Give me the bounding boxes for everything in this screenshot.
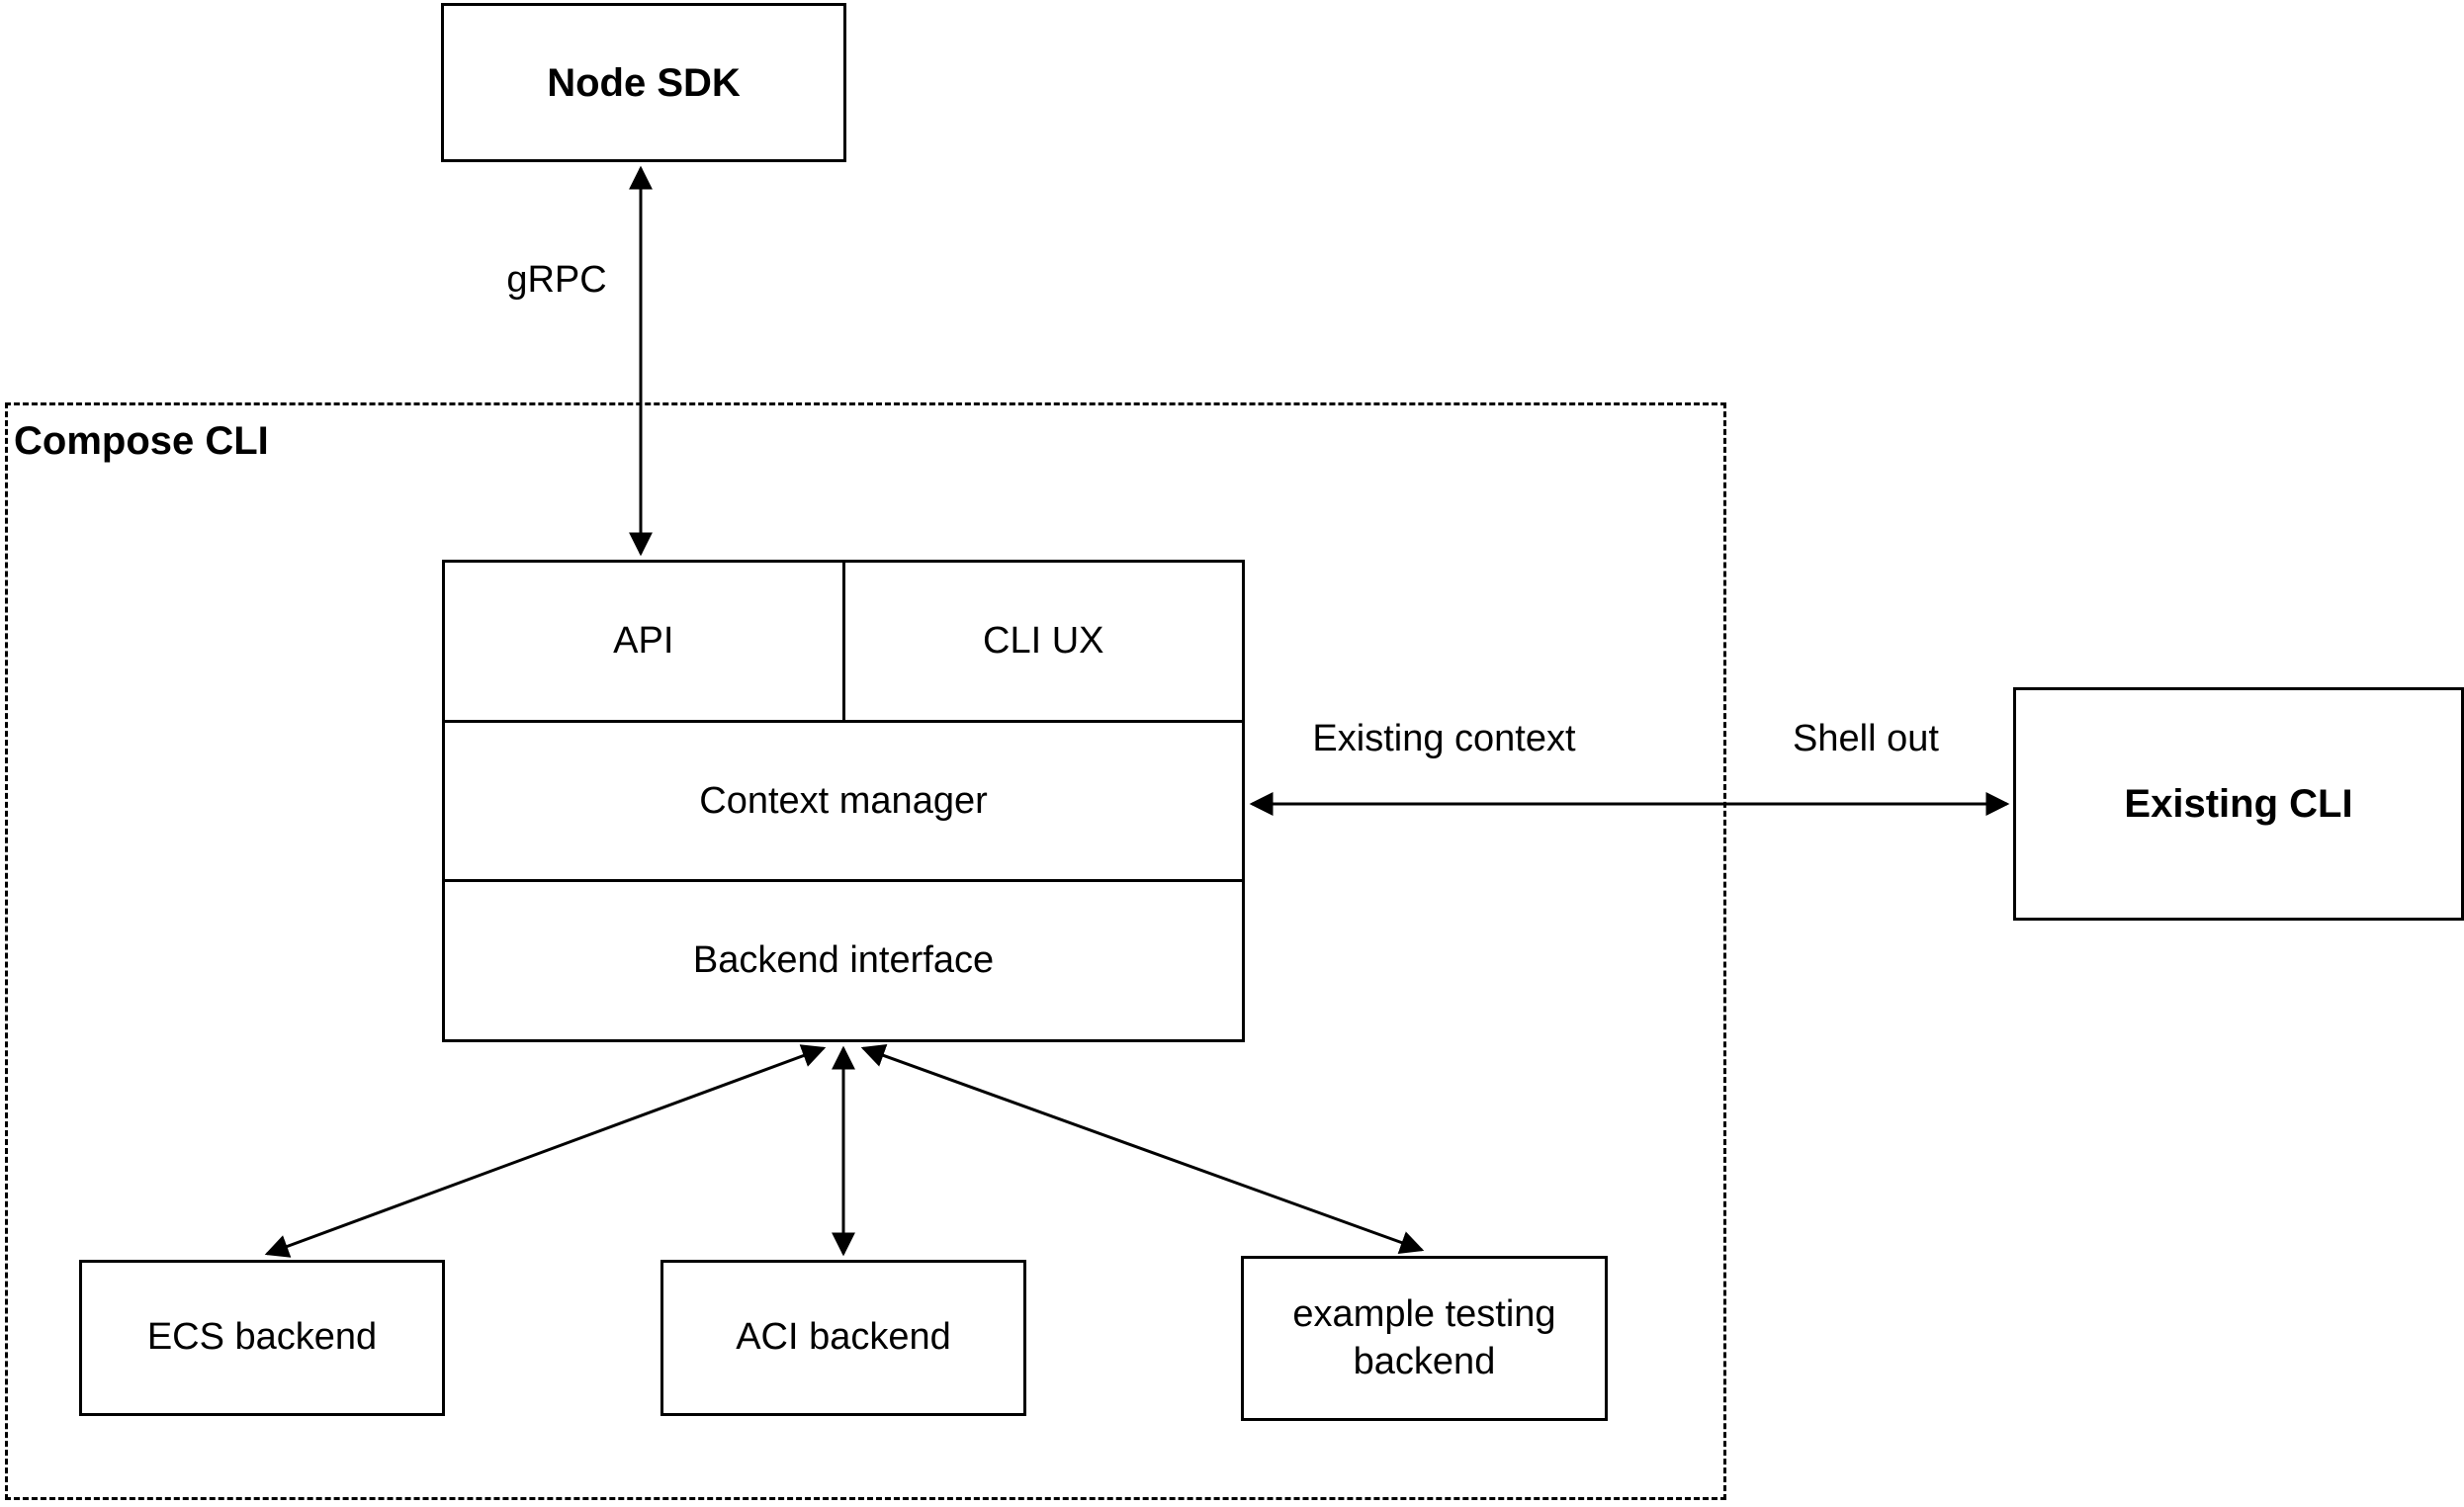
existing-cli-box: Existing CLI <box>2013 687 2464 921</box>
context-manager-row: Context manager <box>445 719 1242 880</box>
existing-context-edge-label: Existing context <box>1312 718 1576 759</box>
api-cell: API <box>445 563 842 720</box>
existing-cli-label: Existing CLI <box>2124 782 2353 826</box>
backend-interface-row: Backend interface <box>445 879 1242 1039</box>
aci-backend-box: ACI backend <box>660 1260 1026 1416</box>
cli-ux-cell: CLI UX <box>841 563 1243 720</box>
stack-top-row: API CLI UX <box>445 563 1242 720</box>
compose-cli-container <box>5 402 1726 1500</box>
ecs-backend-label: ECS backend <box>146 1316 378 1359</box>
example-testing-backend-label: example testing backend <box>1292 1293 1556 1382</box>
cli-ux-label: CLI UX <box>983 619 1104 662</box>
compose-core-stack: API CLI UX Context manager Backend inter… <box>442 560 1245 1042</box>
context-manager-label: Context manager <box>699 779 988 822</box>
api-label: API <box>613 619 674 662</box>
context-manager-cell: Context manager <box>445 723 1242 880</box>
compose-cli-label: Compose CLI <box>14 419 269 463</box>
node-sdk-label: Node SDK <box>547 60 741 105</box>
shell-out-edge-label: Shell out <box>1793 718 1939 759</box>
node-sdk-box: Node SDK <box>441 3 846 162</box>
backend-interface-cell: Backend interface <box>445 882 1242 1039</box>
example-testing-backend-box: example testing backend <box>1241 1256 1608 1421</box>
grpc-edge-label: gRPC <box>506 259 607 301</box>
aci-backend-label: ACI backend <box>736 1316 951 1359</box>
ecs-backend-box: ECS backend <box>79 1260 445 1416</box>
backend-interface-label: Backend interface <box>692 939 995 982</box>
